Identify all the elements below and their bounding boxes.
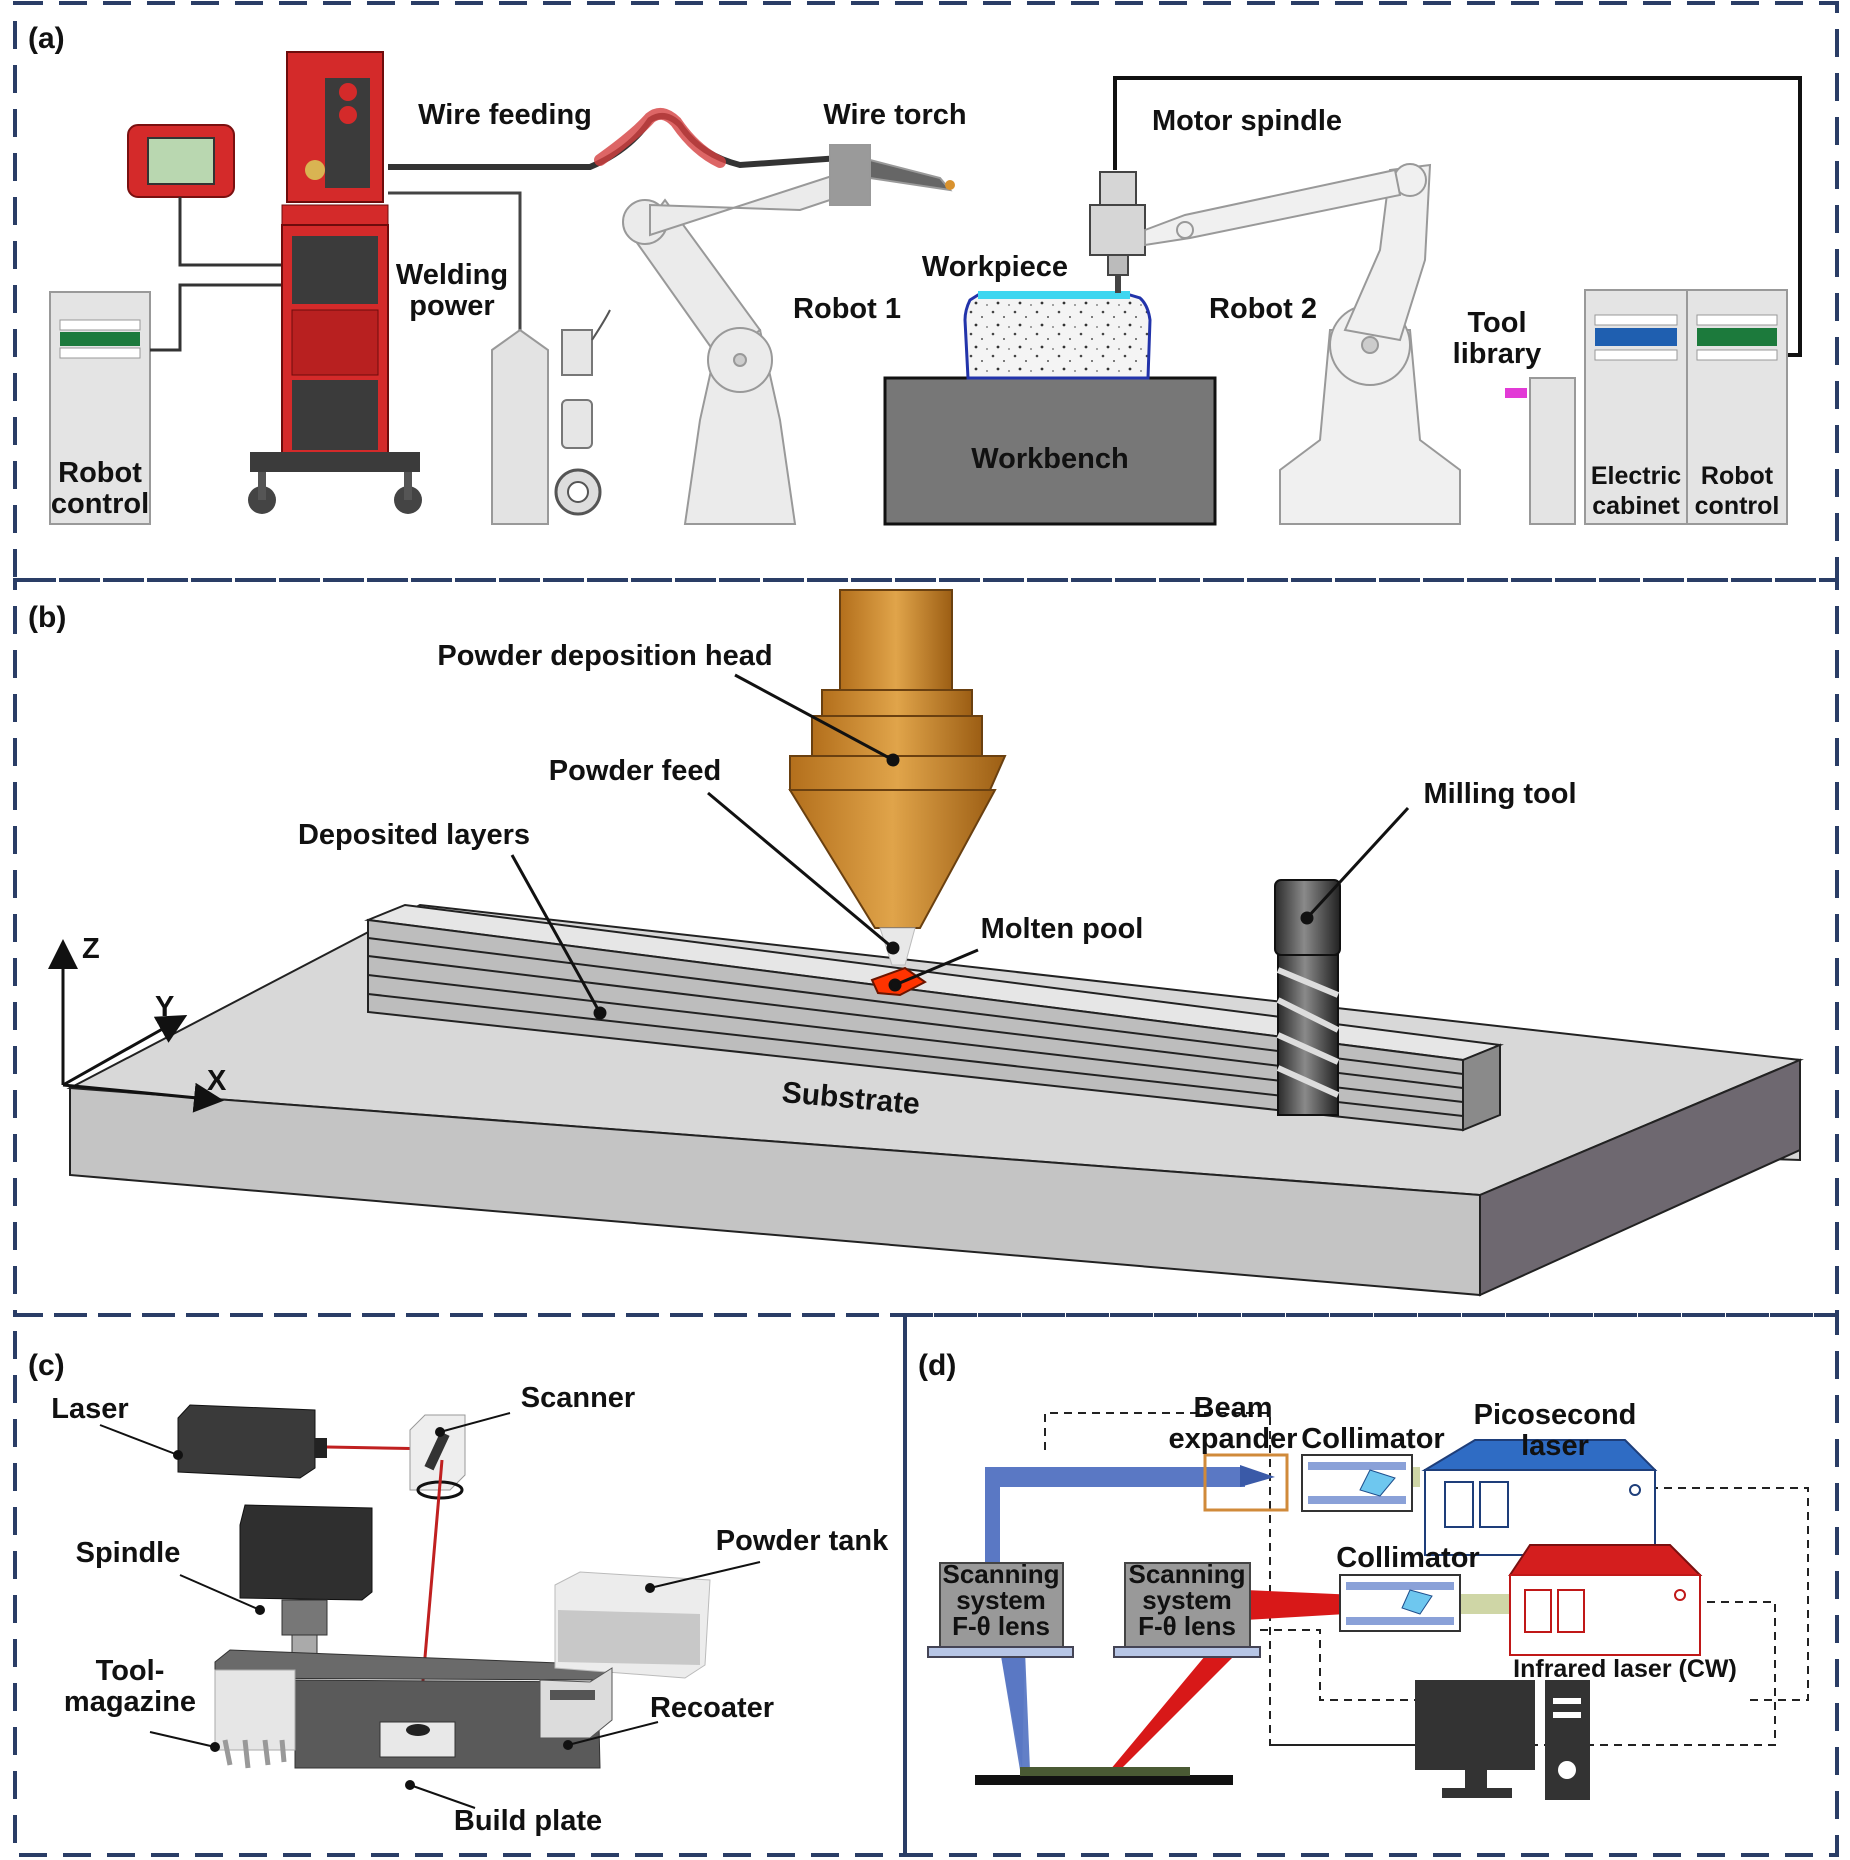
recoater-unit [539, 1667, 613, 1739]
robot-control-right-label-2: control [1695, 492, 1780, 520]
motor-spindle-label: Motor spindle [1152, 105, 1342, 137]
laser-label: Laser [51, 1393, 128, 1425]
teach-pendant [127, 124, 285, 352]
collimator-top-label: Collimator [1301, 1423, 1444, 1455]
collimator-top-unit [1301, 1454, 1413, 1512]
robot-control-cabinet-left: Robot control [49, 291, 151, 525]
robot-control-right-label-1: Robot [1701, 462, 1774, 490]
scanning-system-right: Scanning system F-θ lens [1113, 1559, 1261, 1658]
workpiece-label: Workpiece [922, 251, 1068, 283]
scanner-label: Scanner [521, 1382, 635, 1414]
panel-b-leaders [510, 673, 1410, 1020]
panel-a-frame [13, 1, 1839, 582]
scanning-left-label-1: Scanning [942, 1559, 1059, 1589]
collimator-mid-label: Collimator [1336, 1542, 1479, 1574]
recoater-label: Recoater [650, 1692, 774, 1724]
welding-power-label-1: Welding [396, 259, 508, 291]
tool-library-label-1: Tool [1467, 307, 1526, 339]
green-beam-segment-mid [1455, 1594, 1515, 1614]
electric-cabinet-label-2: cabinet [1592, 492, 1680, 520]
collimator-mid-unit [1339, 1574, 1461, 1632]
picosecond-label-1: Picosecond [1474, 1399, 1637, 1431]
gas-cylinder [388, 191, 549, 525]
scanning-left-label-3: F-θ lens [952, 1611, 1050, 1641]
scanning-left-label-2: system [956, 1585, 1046, 1615]
tool-magazine-label-2: magazine [64, 1686, 196, 1718]
wire-spool-parts [554, 309, 611, 516]
wire-feeding-label: Wire feeding [418, 99, 592, 131]
axis-x-label: X [207, 1065, 227, 1097]
powder-tank-label: Powder tank [716, 1525, 889, 1557]
powder-deposition-head-label: Powder deposition head [437, 640, 772, 672]
panel-c: (c) [28, 1349, 889, 1837]
panel-a-tag: (a) [28, 22, 65, 55]
robot-2-label: Robot 2 [1209, 293, 1317, 325]
laser-unit [177, 1404, 327, 1479]
robot-1-label: Robot 1 [793, 293, 901, 325]
substrate-plate [66, 903, 1804, 1297]
panel-d-frame [903, 1313, 1839, 1857]
beam-expander-lens [1240, 1465, 1275, 1487]
robot-2-arm [1144, 163, 1461, 525]
axis-y-label: Y [155, 991, 174, 1023]
picosecond-label-2: laser [1521, 1430, 1589, 1462]
computer-icon [1415, 1680, 1590, 1800]
motor-spindle [1089, 171, 1146, 293]
milling-tool-label: Milling tool [1423, 778, 1576, 810]
tool-magazine-unit [214, 1669, 296, 1769]
beam-expander-label-1: Beam [1194, 1392, 1273, 1424]
scanning-right-label-1: Scanning [1128, 1559, 1245, 1589]
tool-magazine-label-1: Tool- [96, 1655, 165, 1687]
workpiece-top-layer [978, 291, 1130, 299]
panel-d-tag: (d) [918, 1349, 956, 1382]
build-plate-label: Build plate [454, 1805, 602, 1837]
deposited-layers-label: Deposited layers [298, 819, 530, 851]
tool-library-label-2: library [1453, 338, 1542, 370]
infrared-laser-label: Infrared laser (CW) [1513, 1655, 1737, 1683]
robot-1-arm [622, 144, 955, 525]
work-plate [975, 1775, 1233, 1785]
spindle-label: Spindle [76, 1537, 181, 1569]
beam-expander-label-2: expander [1169, 1423, 1298, 1455]
coordinate-axes [48, 939, 224, 1113]
robot-control-left-label-2: control [51, 488, 149, 520]
scanning-right-label-2: system [1142, 1585, 1232, 1615]
blue-beam-path [985, 1467, 1245, 1770]
powder-deposition-head [788, 589, 1007, 929]
wire-feed-hose-sleeve [594, 107, 726, 168]
spindle-cable [1113, 76, 1802, 357]
welding-power-source [248, 51, 422, 514]
picosecond-laser-unit [1421, 1439, 1658, 1556]
workpiece-block [963, 293, 1152, 380]
deposited-layers-stack [364, 903, 1504, 1132]
powder-tank-unit [554, 1571, 711, 1679]
powder-feed-label: Powder feed [549, 755, 721, 787]
robot-control-left-label-1: Robot [58, 457, 142, 489]
robot-control-cabinet-right [1686, 289, 1788, 525]
tool-library [1505, 377, 1576, 525]
scanning-system-left: Scanning system F-θ lens [927, 1559, 1074, 1658]
spindle-unit [239, 1504, 373, 1670]
panel-c-tag: (c) [28, 1349, 65, 1382]
panel-a: (a) Robot control [28, 22, 1802, 526]
scanning-right-label-3: F-θ lens [1138, 1611, 1236, 1641]
panel-c-leaders [99, 1412, 761, 1809]
molten-pool-label: Molten pool [981, 913, 1144, 945]
panel-d: (d) [918, 1349, 1809, 1800]
welding-power-label-2: power [409, 290, 494, 322]
electric-cabinet-label-1: Electric [1591, 462, 1681, 490]
panel-b: (b) Substrate [28, 589, 1804, 1297]
panel-c-frame [13, 1313, 907, 1857]
axis-z-label: Z [82, 933, 100, 965]
workbench-label: Workbench [971, 443, 1128, 475]
panel-frames [13, 1, 1839, 1857]
wire-torch-label: Wire torch [823, 99, 966, 131]
beam-expander-box [1203, 1453, 1289, 1512]
panel-b-tag: (b) [28, 601, 66, 634]
work-sample [1020, 1767, 1190, 1776]
workbench-block [883, 376, 1217, 526]
infrared-laser-unit [1508, 1544, 1703, 1656]
control-dashed-lines [1044, 1412, 1809, 1746]
